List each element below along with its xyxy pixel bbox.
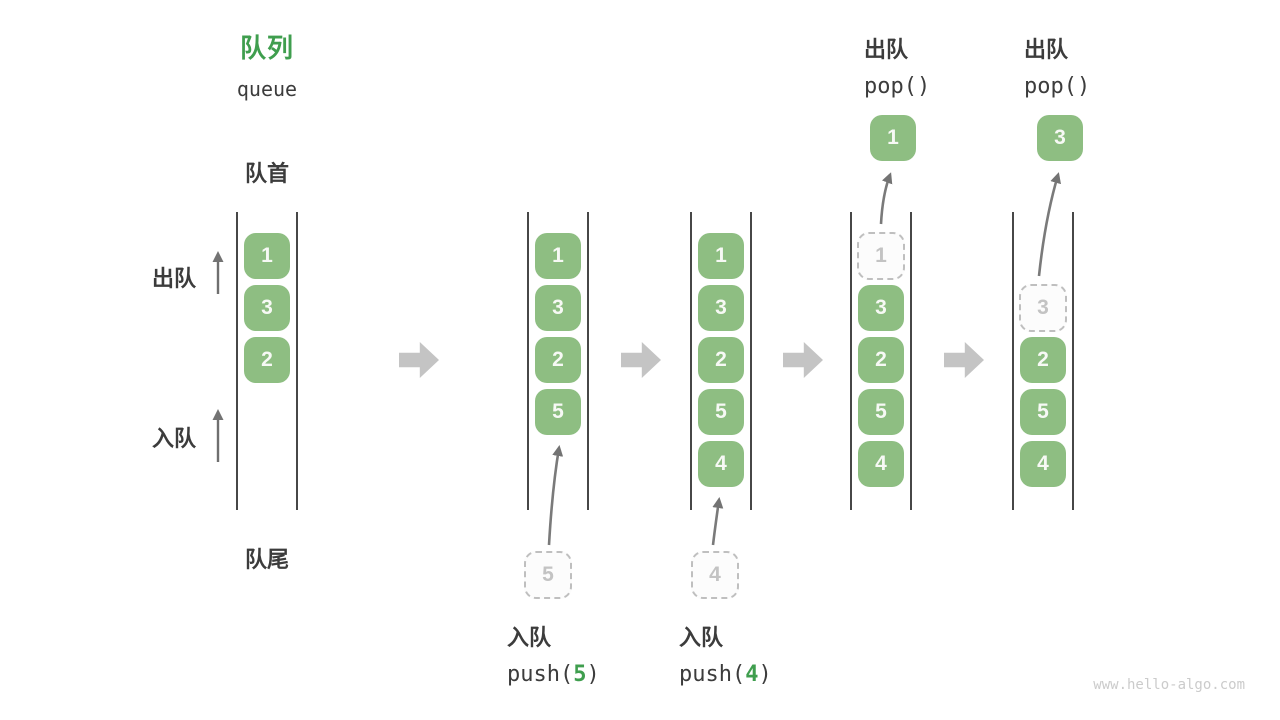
push-code-prefix: push( <box>507 662 574 687</box>
queue-state-5: 3 2 5 4 <box>1012 212 1074 510</box>
step-arrow-icon <box>783 342 823 378</box>
queue-cell: 3 <box>244 285 290 331</box>
queue-cell: 2 <box>698 337 744 383</box>
queue-cell: 2 <box>858 337 904 383</box>
dequeue-side-label: 出队 <box>152 266 197 291</box>
queue-cell: 2 <box>244 337 290 383</box>
queue-cell: 4 <box>858 441 904 487</box>
push-action-label: 入队 <box>679 625 724 650</box>
queue-state-3: 1 3 2 5 4 <box>690 212 752 510</box>
queue-state-2: 1 3 2 5 <box>527 212 589 510</box>
push-arg-value: 4 <box>745 662 759 687</box>
push-arg-value: 5 <box>573 662 587 687</box>
step-arrow-icon <box>944 342 984 378</box>
pop-code-label: pop() <box>1024 74 1091 99</box>
queue-rear-label: 队尾 <box>244 547 289 572</box>
step-arrow-icon <box>399 342 439 378</box>
pop-op-label-1: 出队 pop() <box>864 32 930 99</box>
watermark: www.hello-algo.com <box>1093 677 1245 693</box>
popped-value-box: 3 <box>1037 115 1083 161</box>
pop-action-label: 出队 <box>1024 37 1069 62</box>
diagram-title-zh: 队列 <box>239 33 294 63</box>
queue-front-label: 队首 <box>244 161 289 186</box>
pop-action-label: 出队 <box>864 37 909 62</box>
push-op-label-2: 入队 push(4) <box>679 620 772 687</box>
queue-cell: 1 <box>698 233 744 279</box>
push-staging-box: 5 <box>524 551 572 599</box>
queue-cell: 1 <box>535 233 581 279</box>
push-staging-box: 4 <box>691 551 739 599</box>
queue-cell: 3 <box>698 285 744 331</box>
queue-cell-popped-ghost: 3 <box>1019 284 1067 332</box>
queue-cell: 4 <box>1020 441 1066 487</box>
push-code-suffix: ) <box>758 662 772 687</box>
queue-cell: 2 <box>535 337 581 383</box>
queue-cell: 5 <box>1020 389 1066 435</box>
push-code-label: push(4) <box>679 662 772 687</box>
queue-state-1: 1 3 2 <box>236 212 298 510</box>
push-code-label: push(5) <box>507 662 600 687</box>
pop-op-label-2: 出队 pop() <box>1024 32 1090 99</box>
push-code-prefix: push( <box>679 662 746 687</box>
queue-cell: 3 <box>858 285 904 331</box>
queue-state-4: 1 3 2 5 4 <box>850 212 912 510</box>
title-block: 队列 queue <box>197 28 337 101</box>
popped-value-box: 1 <box>870 115 916 161</box>
pop-code-label: pop() <box>864 74 931 99</box>
queue-cell: 1 <box>244 233 290 279</box>
push-code-suffix: ) <box>586 662 600 687</box>
queue-cell-popped-ghost: 1 <box>857 232 905 280</box>
queue-cell: 2 <box>1020 337 1066 383</box>
push-action-label: 入队 <box>507 625 552 650</box>
queue-cell: 5 <box>698 389 744 435</box>
enqueue-side-label: 入队 <box>152 426 197 451</box>
queue-cell: 4 <box>698 441 744 487</box>
queue-cell: 5 <box>858 389 904 435</box>
queue-cell: 5 <box>535 389 581 435</box>
diagram-title-en: queue <box>236 77 298 101</box>
queue-cell: 3 <box>535 285 581 331</box>
step-arrow-icon <box>621 342 661 378</box>
push-op-label-1: 入队 push(5) <box>507 620 600 687</box>
